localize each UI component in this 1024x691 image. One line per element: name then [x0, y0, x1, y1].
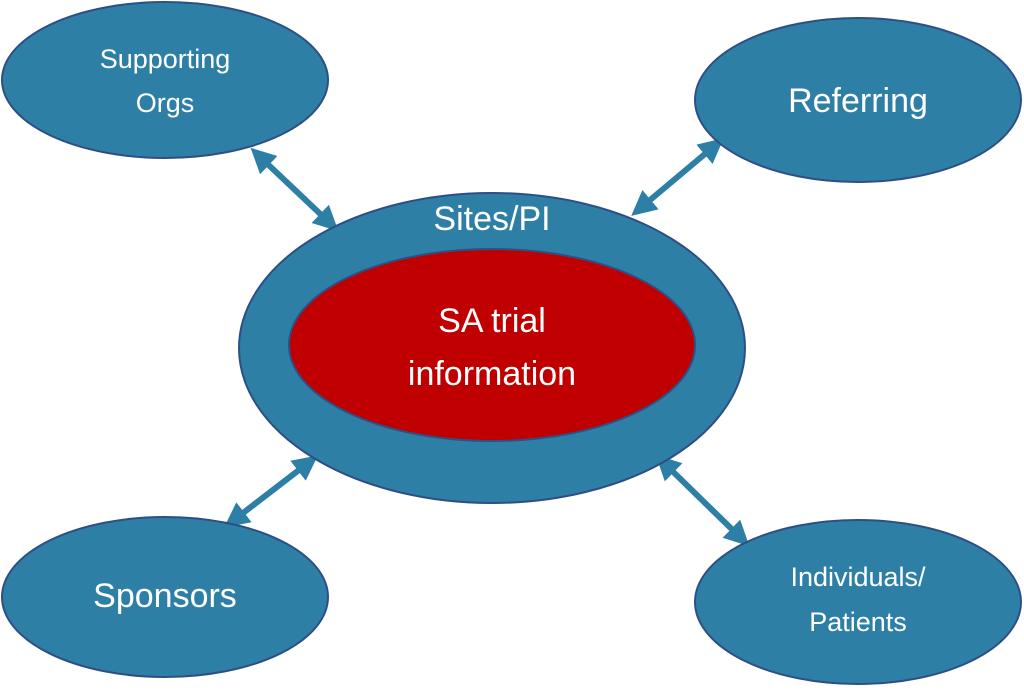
individuals-label-line1: Individuals/	[790, 562, 926, 592]
node-supporting-orgs: Supporting Orgs	[1, 1, 329, 159]
referring-label: Referring	[788, 82, 928, 120]
supporting-orgs-label-line2: Orgs	[136, 88, 195, 118]
individuals-label-line2: Patients	[809, 607, 907, 637]
sponsors-label: Sponsors	[93, 577, 237, 615]
node-sa-trial-information: SA trial information	[288, 248, 696, 442]
node-individuals: Individuals/ Patients	[694, 519, 1022, 685]
arrow-referring-center	[631, 138, 724, 216]
node-sponsors: Sponsors	[1, 516, 329, 678]
arrow-individuals-center	[655, 454, 750, 547]
sa-trial-label-line2: information	[408, 355, 576, 393]
sa-trial-label-line1: SA trial	[438, 302, 546, 340]
arrow-supporting-orgs-center	[250, 147, 339, 232]
arrow-sponsors-center	[224, 455, 318, 528]
sites-pi-label: Sites/PI	[433, 200, 550, 238]
supporting-orgs-label-line1: Supporting	[100, 44, 231, 74]
node-referring: Referring	[694, 17, 1022, 183]
